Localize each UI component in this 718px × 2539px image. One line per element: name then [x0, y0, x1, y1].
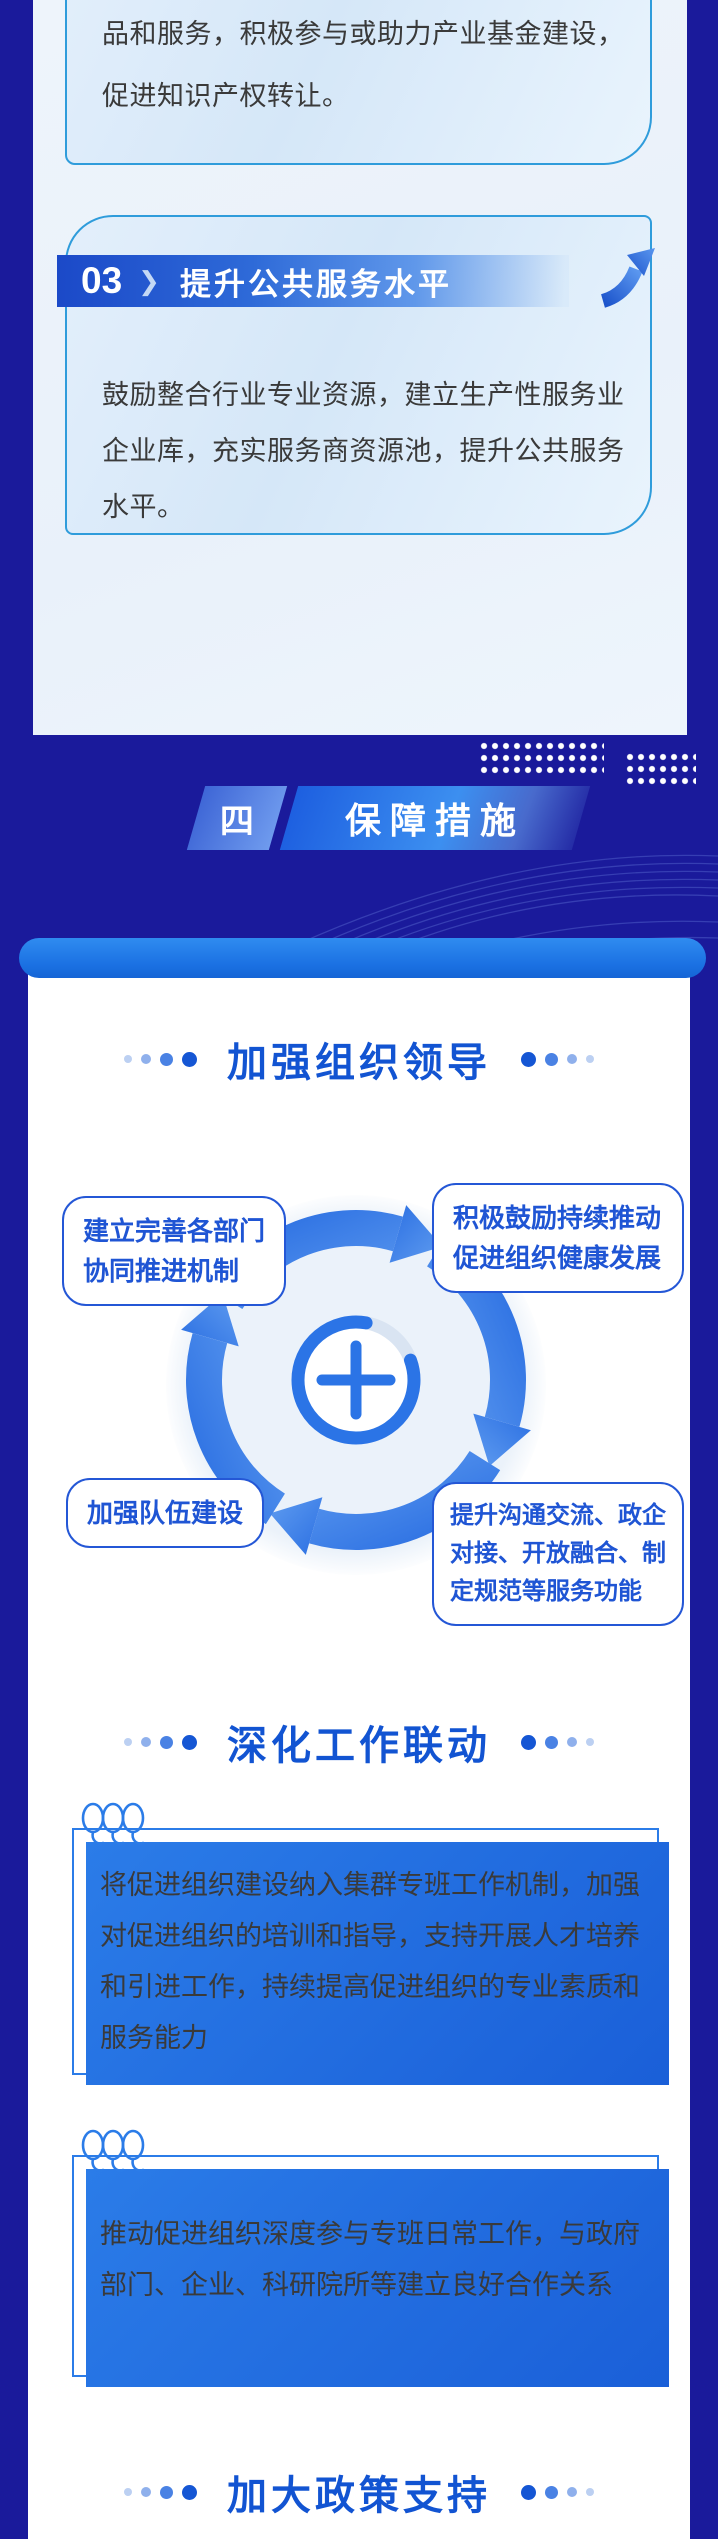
- section-03-title: 提升公共服务水平: [179, 266, 452, 302]
- capsule-bar: [19, 938, 706, 978]
- dots-left-decoration: [124, 2484, 197, 2500]
- dots-right-decoration: [521, 1734, 594, 1750]
- section-1-heading: 加强组织领导: [227, 1041, 491, 1085]
- dots-decoration: [626, 753, 696, 789]
- quote-text-2: 推动促进组织深度参与专班日常工作，与政府部门、企业、科研院所等建立良好合作关系: [100, 2219, 640, 2300]
- up-right-arrow-icon: [600, 248, 655, 308]
- chapter-banner: 四 保障措施: [186, 786, 591, 850]
- quote-text-1: 将促进组织建设纳入集群专班工作机制，加强对促进组织的培训和指导，支持开展人才培养…: [100, 1870, 640, 2053]
- content-card: 加强组织领导: [28, 958, 690, 2539]
- section-03-number: 03: [81, 260, 123, 301]
- diagram-item-3: 加强队伍建设: [66, 1478, 265, 1548]
- section-2-heading: 深化工作联动: [227, 1724, 491, 1768]
- intro-card: 品和服务，积极参与或助力产业基金建设，促进知识产权转让。: [65, 0, 652, 165]
- coil-binding-icon: [81, 1802, 145, 1845]
- diagram-item-2: 积极鼓励持续推动促进组织健康发展: [432, 1183, 684, 1293]
- section-heading-row-2: 深化工作联动: [28, 1713, 690, 1771]
- plus-icon: [316, 1340, 396, 1420]
- dots-right-decoration: [521, 1051, 594, 1067]
- quote-box-1: 将促进组织建设纳入集群专班工作机制，加强对促进组织的培训和指导，支持开展人才培养…: [72, 1802, 669, 2085]
- quote-box-2: 推动促进组织深度参与专班日常工作，与政府部门、企业、科研院所等建立良好合作关系: [72, 2129, 669, 2387]
- cycle-arrows-icon: [141, 1205, 571, 1595]
- section-03-header-bar: 03 ❯ 提升公共服务水平: [57, 255, 569, 307]
- dots-right-decoration: [521, 2484, 594, 2500]
- dots-left-decoration: [124, 1051, 197, 1067]
- chapter-number-badge: 四: [186, 786, 288, 850]
- section-heading-row-1: 加强组织领导: [28, 1030, 690, 1088]
- diagram-item-1: 建立完善各部门协同推进机制: [62, 1196, 286, 1306]
- chapter-title: 保障措施: [344, 800, 525, 841]
- coil-binding-icon: [81, 2129, 145, 2172]
- section-03-body: 鼓励整合行业专业资源，建立生产性服务业企业库，充实服务商资源池，提升公共服务水平…: [102, 380, 625, 522]
- intro-text: 品和服务，积极参与或助力产业基金建设，促进知识产权转让。: [102, 19, 625, 111]
- section-heading-row-3: 加大政策支持: [28, 2463, 690, 2521]
- diagram-item-4: 提升沟通交流、政企对接、开放融合、制定规范等服务功能: [432, 1482, 684, 1626]
- chevron-right-icon: ❯: [138, 265, 160, 296]
- chapter-title-badge: 保障措施: [279, 786, 591, 850]
- chapter-number: 四: [220, 802, 254, 841]
- section-3-heading: 加大政策支持: [227, 2474, 491, 2518]
- dots-decoration: [480, 742, 604, 778]
- dots-left-decoration: [124, 1734, 197, 1750]
- section-03-card: 03 ❯ 提升公共服务水平 鼓励整合行业专业资源，建立生产性服务业企业库，充实服…: [57, 215, 655, 535]
